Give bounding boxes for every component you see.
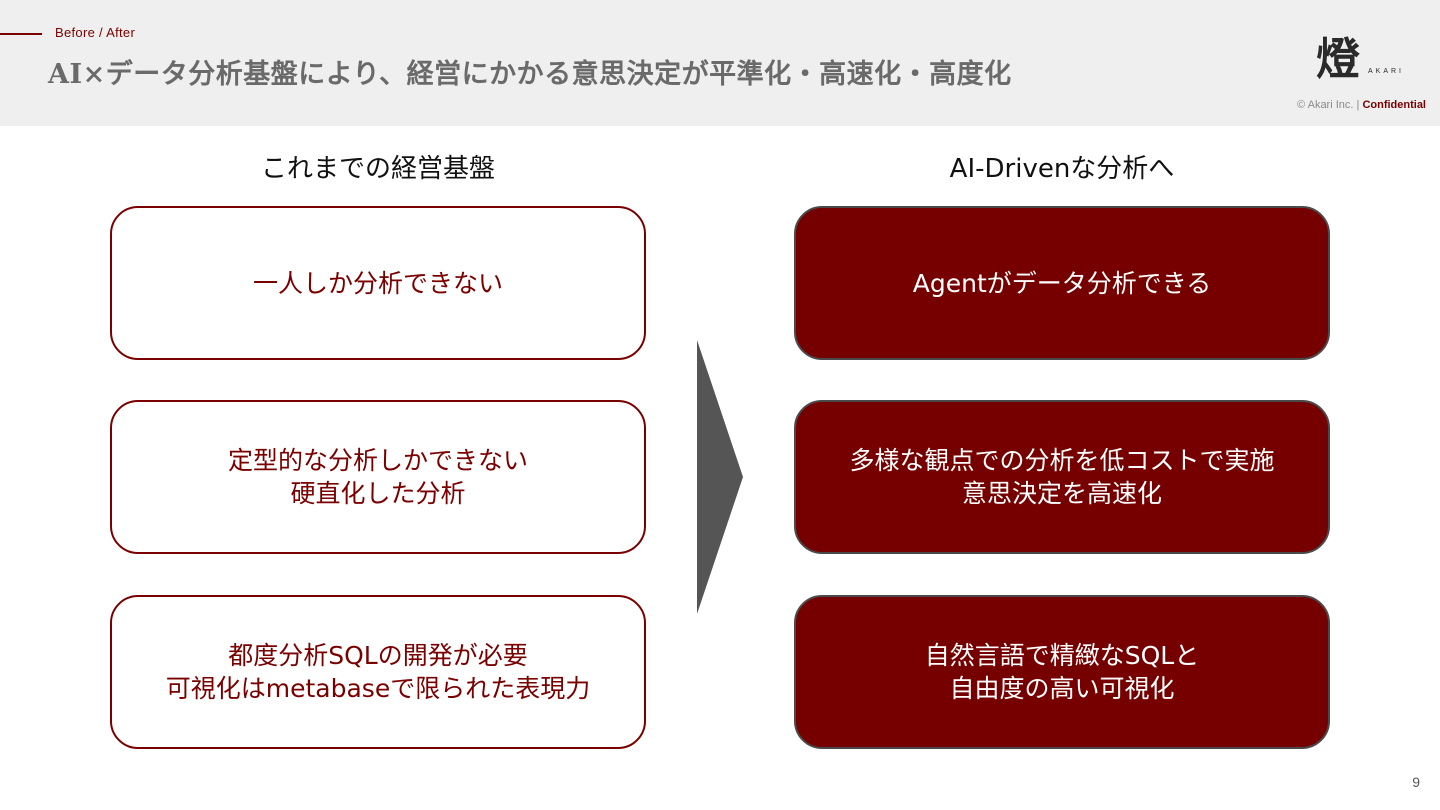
logo-glyph: 燈 xyxy=(1316,34,1360,85)
after-card-1: Agentがデータ分析できる xyxy=(794,206,1330,360)
right-triangle-arrow-icon xyxy=(697,340,743,614)
confidential-label: Confidential xyxy=(1362,99,1426,111)
after-card-2: 多様な観点での分析を低コストで実施 意思決定を高速化 xyxy=(794,400,1330,554)
after-column-title: AI-Drivenな分析へ xyxy=(949,154,1175,184)
copyright-notice: © Akari Inc. | Confidential xyxy=(1297,99,1426,111)
card-line: 多様な観点での分析を低コストで実施 xyxy=(849,446,1275,475)
card-line: 自由度の高い可視化 xyxy=(949,674,1175,703)
card-line: 可視化はmetabaseで限られた表現力 xyxy=(165,674,591,703)
card-line: 硬直化した分析 xyxy=(290,479,466,508)
copyright-text: © Akari Inc. | xyxy=(1297,99,1360,111)
section-rule xyxy=(0,33,42,35)
page-title: AI×データ分析基盤により、経営にかかる意思決定が平準化・高速化・高度化 xyxy=(48,59,1012,90)
card-line: 自然言語で精緻なSQLと xyxy=(924,641,1200,670)
before-card-3: 都度分析SQLの開発が必要 可視化はmetabaseで限られた表現力 xyxy=(110,595,646,749)
page-number: 9 xyxy=(1412,774,1420,790)
section-label: Before / After xyxy=(55,25,136,40)
card-line: 定型的な分析しかできない xyxy=(227,446,528,475)
card-line: 一人しか分析できない xyxy=(252,268,503,298)
akari-logo: 燈 AKARI xyxy=(1316,34,1406,88)
slide-header: Before / After AI×データ分析基盤により、経営にかかる意思決定が… xyxy=(0,0,1440,126)
card-line: 意思決定を高速化 xyxy=(961,479,1162,508)
after-card-3: 自然言語で精緻なSQLと 自由度の高い可視化 xyxy=(794,595,1330,749)
before-column-title: これまでの経営基盤 xyxy=(260,154,495,184)
before-card-2: 定型的な分析しかできない 硬直化した分析 xyxy=(110,400,646,554)
before-card-1: 一人しか分析できない xyxy=(110,206,646,360)
card-line: 都度分析SQLの開発が必要 xyxy=(228,641,528,670)
logo-wordmark: AKARI xyxy=(1368,68,1405,75)
card-line: Agentがデータ分析できる xyxy=(912,268,1212,298)
